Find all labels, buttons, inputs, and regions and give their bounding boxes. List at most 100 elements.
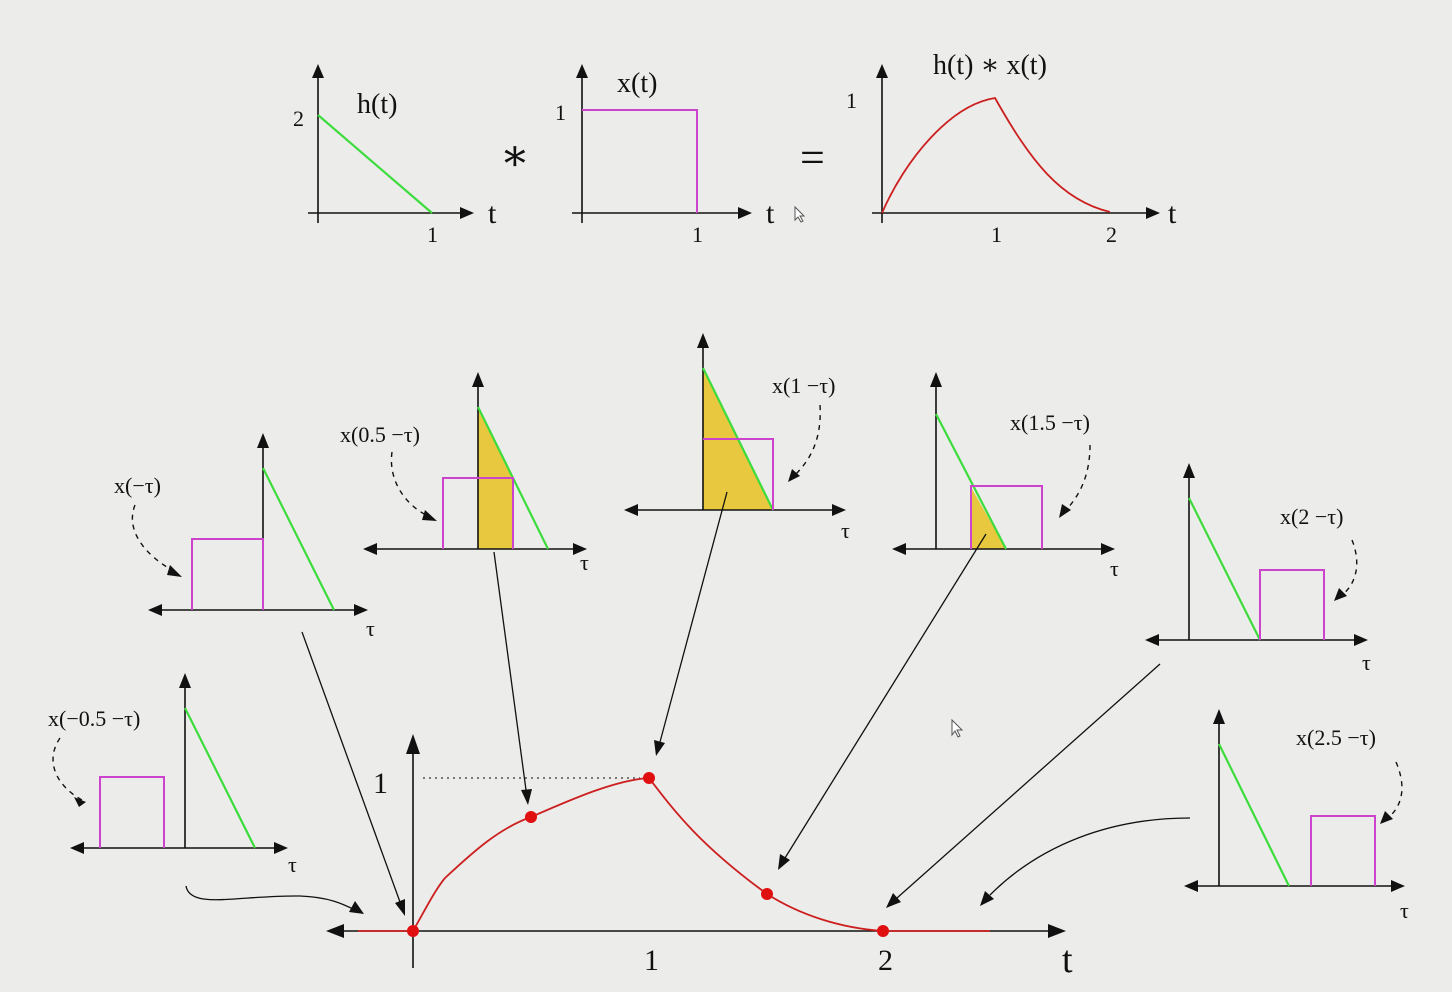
snapshot-x-pulse [1310, 815, 1376, 886]
snapshot-tau-label: τ [366, 616, 375, 641]
snapshot-arrowhead [832, 504, 846, 516]
snapshot-label-pointer [52, 737, 83, 801]
result-plot: h(t) ∗ x(t) 1 1 2 t [846, 50, 1177, 247]
snapshot-arrowhead [257, 433, 269, 448]
snapshot-label: x(−0.5 −τ) [48, 706, 140, 731]
snapshot-label: x(2.5 −τ) [1296, 725, 1376, 750]
snapshot-arrowhead [167, 565, 182, 577]
h-plot-x-arrowhead [460, 207, 474, 219]
snapshot-x-pulse [191, 538, 264, 610]
snapshot-label-pointer [390, 451, 429, 517]
snapshot-x-pulse [442, 477, 514, 549]
main-plot: 1 1 2 t [326, 734, 1073, 981]
connector-arrowhead [349, 901, 364, 914]
snapshot-tau-label: τ [580, 550, 589, 575]
snapshot-arrowhead [354, 604, 368, 616]
snapshot-arrowhead [1391, 880, 1405, 892]
main-plot-point-t0-5 [525, 811, 537, 823]
snapshot-tau-label: τ [288, 852, 297, 877]
snapshot-h-curve [262, 467, 335, 611]
result-plot-x-arrowhead [1146, 207, 1160, 219]
connector-arrowhead [980, 891, 994, 906]
main-plot-x-arrowhead-left [326, 924, 344, 938]
snapshot-tau-label: τ [1362, 650, 1371, 675]
snapshot-arrowhead [1183, 463, 1195, 478]
main-plot-axis-label: t [1062, 939, 1073, 981]
snapshot-arrowhead [148, 604, 162, 616]
convolution-symbol: ∗ [500, 131, 530, 180]
main-plot-point-t1-5 [761, 888, 773, 900]
snapshot-arrowhead [74, 797, 86, 807]
connector-arrows [185, 491, 1191, 916]
snapshot-x-pulse [1259, 569, 1325, 640]
snapshot-arrowhead [624, 504, 638, 516]
snapshot-arrowhead [1101, 543, 1115, 555]
snapshot-arrowhead [788, 469, 800, 482]
main-plot-y-tick: 1 [373, 767, 388, 800]
h-plot-y-arrowhead [312, 64, 324, 78]
snapshot-2: x(2 −τ) τ [1145, 463, 1371, 675]
snapshot-label-pointer [1341, 539, 1358, 596]
equals-sign: = [800, 133, 825, 182]
snapshot-h-curve [935, 413, 1007, 550]
x-plot-y-tick: 1 [555, 100, 566, 125]
snapshot-h-curve [1188, 497, 1261, 641]
snapshot-label-pointer [1065, 444, 1091, 511]
connector-1-5 [784, 533, 987, 859]
h-plot-curve [317, 114, 433, 214]
snapshot-arrowhead [1213, 709, 1225, 724]
connector-arrowhead [886, 893, 901, 908]
x-plot-axis-label: t [766, 197, 775, 230]
snapshot-arrowhead [892, 543, 906, 555]
main-plot-point-t2 [877, 925, 889, 937]
snapshot-arrowhead [70, 842, 84, 854]
connector-arrowhead [654, 740, 665, 756]
snapshot-arrowhead [1059, 504, 1071, 518]
main-plot-x-tick-1: 1 [644, 944, 659, 977]
snapshot-label-pointer [131, 504, 173, 571]
result-plot-curve [881, 97, 1111, 214]
snapshot-h-curve [1218, 743, 1290, 887]
snapshot-h-curve [184, 707, 256, 849]
snapshot-arrowhead [930, 372, 942, 387]
snapshot-tau-label: τ [841, 518, 850, 543]
h-plot-title: h(t) [357, 89, 397, 120]
result-plot-x-tick-1: 1 [991, 222, 1002, 247]
result-plot-axis-label: t [1168, 197, 1177, 230]
snapshot-arrowhead [422, 510, 437, 521]
snapshot-arrowhead [1145, 634, 1159, 646]
result-plot-y-arrowhead [876, 64, 888, 78]
snapshot-arrowhead [573, 543, 587, 555]
snapshot-label: x(−τ) [114, 473, 161, 498]
snapshot-arrowhead [1380, 811, 1393, 824]
cursor-icon [794, 205, 806, 223]
snapshot-arrowhead [1334, 588, 1347, 601]
x-plot-x-tick: 1 [692, 222, 703, 247]
snapshot-label-pointer [794, 404, 821, 476]
connector-arrowhead [778, 854, 790, 870]
snapshot-arrowhead [472, 372, 484, 387]
snapshot-1-5: x(1.5 −τ) τ [892, 372, 1119, 581]
connector-0-5 [493, 551, 527, 791]
cursor-icon [951, 718, 964, 738]
x-plot-curve [582, 109, 698, 213]
h-plot-y-tick: 2 [293, 106, 304, 131]
main-plot-point-t1 [643, 772, 655, 784]
snapshot-label: x(1.5 −τ) [1010, 410, 1090, 435]
snapshot-0-5: x(0.5 −τ) τ [340, 372, 589, 575]
snapshot-label: x(2 −τ) [1280, 504, 1343, 529]
snapshot-1: x(1 −τ) τ [624, 333, 850, 543]
snapshot-arrowhead [697, 333, 709, 348]
snapshot-x-pulse [703, 438, 774, 510]
connector-arrowhead [521, 789, 532, 805]
connector-arrowhead [395, 899, 405, 916]
main-plot-y-arrowhead [406, 734, 420, 754]
snapshot-arrowhead [1184, 880, 1198, 892]
result-plot-y-tick: 1 [846, 88, 857, 113]
connector-1 [659, 491, 728, 743]
snapshot-arrowhead [363, 543, 377, 555]
snapshot-label: x(1 −τ) [772, 373, 835, 398]
snapshot-2-5: x(2.5 −τ) τ [1184, 709, 1409, 923]
